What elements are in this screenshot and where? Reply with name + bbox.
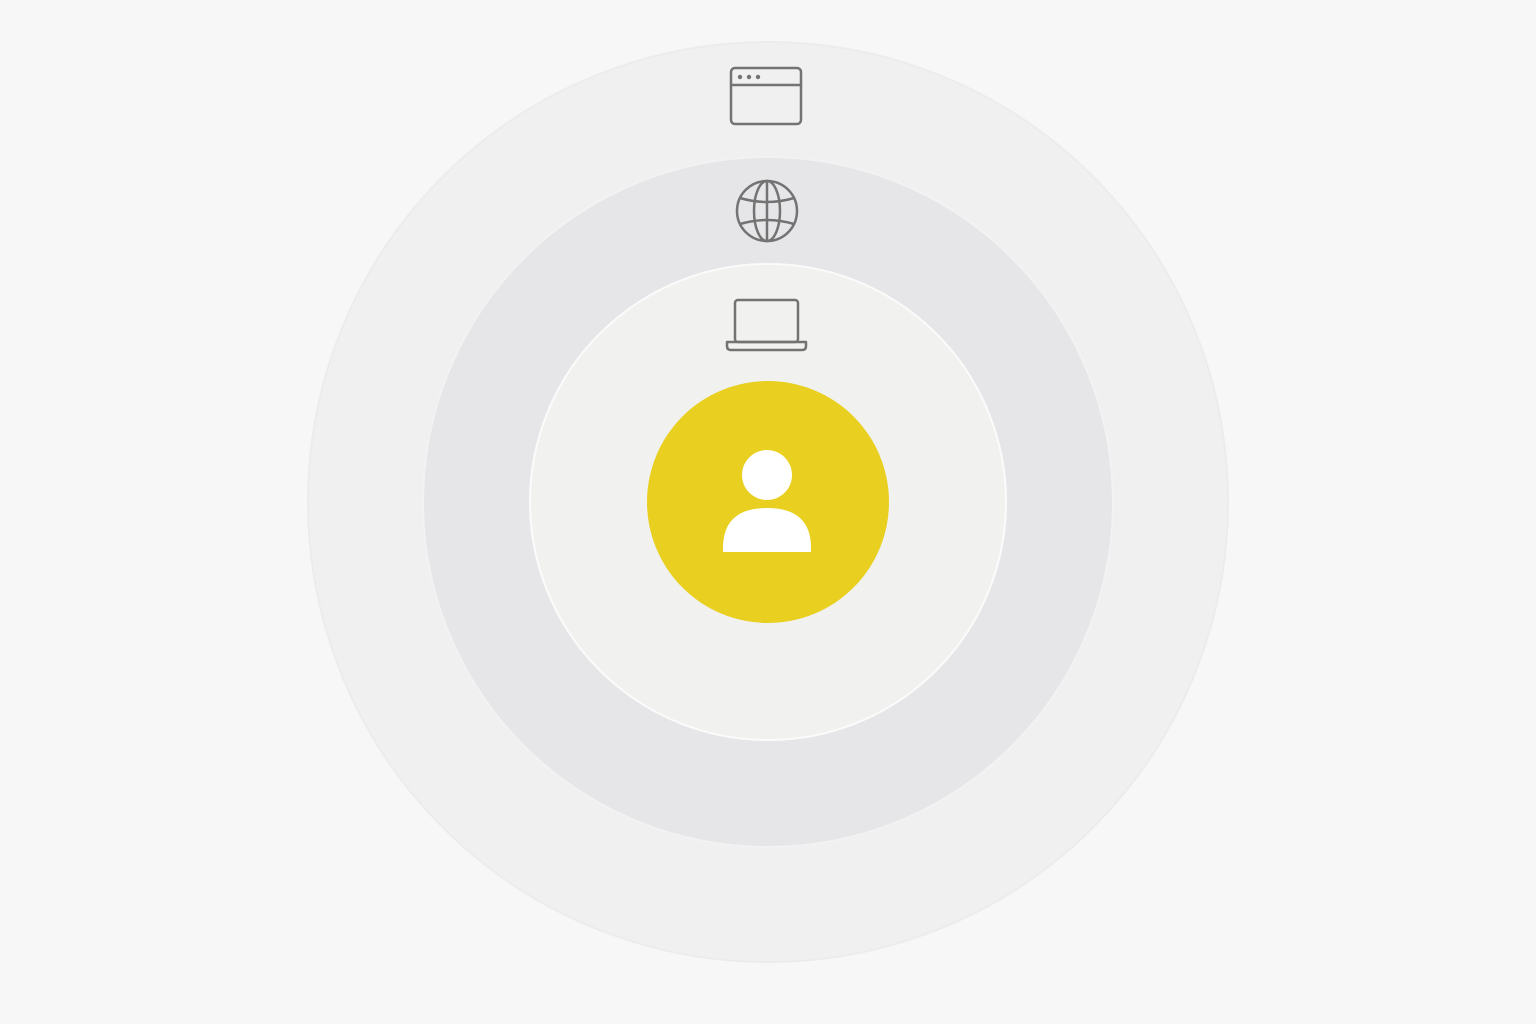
globe-icon [735, 179, 799, 243]
center-user-circle [647, 381, 889, 623]
browser-window-icon [729, 66, 803, 126]
user-icon [723, 450, 811, 552]
laptop-icon [725, 298, 808, 352]
